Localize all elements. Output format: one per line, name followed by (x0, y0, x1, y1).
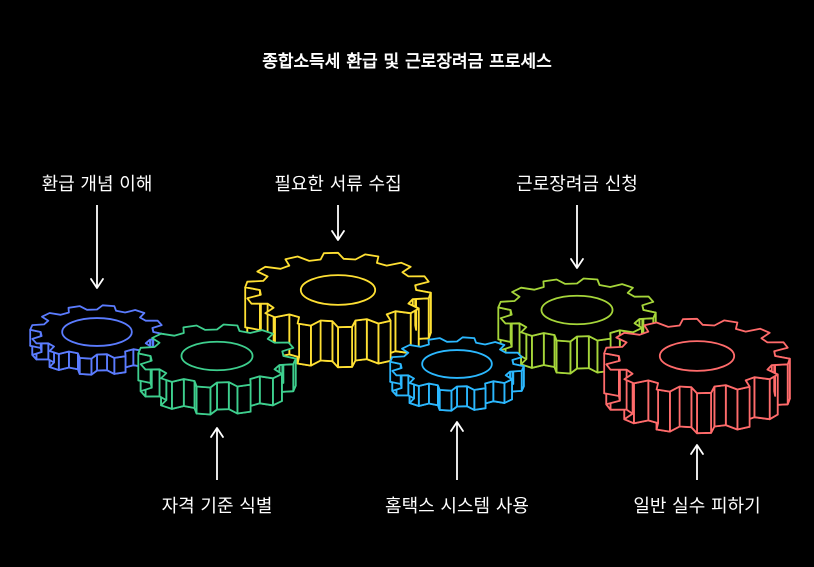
gear-yellow-icon (244, 251, 432, 369)
arrow-down-icon (90, 205, 104, 289)
arrow-down-icon (570, 205, 584, 269)
gear-cyan-icon (389, 336, 525, 412)
step-label-apply-incentive: 근로장려금 신청 (516, 174, 638, 195)
step-label-identify-eligibility: 자격 기준 식별 (161, 496, 273, 517)
arrow-up-icon (210, 427, 224, 480)
gear-red-icon (603, 317, 791, 435)
step-label-avoid-mistakes: 일반 실수 피하기 (633, 496, 761, 517)
step-label-use-hometax: 홈택스 시스템 사용 (385, 496, 529, 517)
gear-green-icon (137, 323, 297, 416)
arrow-down-icon (331, 205, 345, 241)
step-label-understand-refund: 환급 개념 이해 (41, 174, 153, 195)
diagram-title: 종합소득세 환급 및 근로장려금 프로세스 (262, 52, 552, 72)
step-label-collect-documents: 필요한 서류 수집 (274, 174, 402, 195)
arrow-up-icon (690, 444, 704, 480)
arrow-up-icon (450, 421, 464, 480)
